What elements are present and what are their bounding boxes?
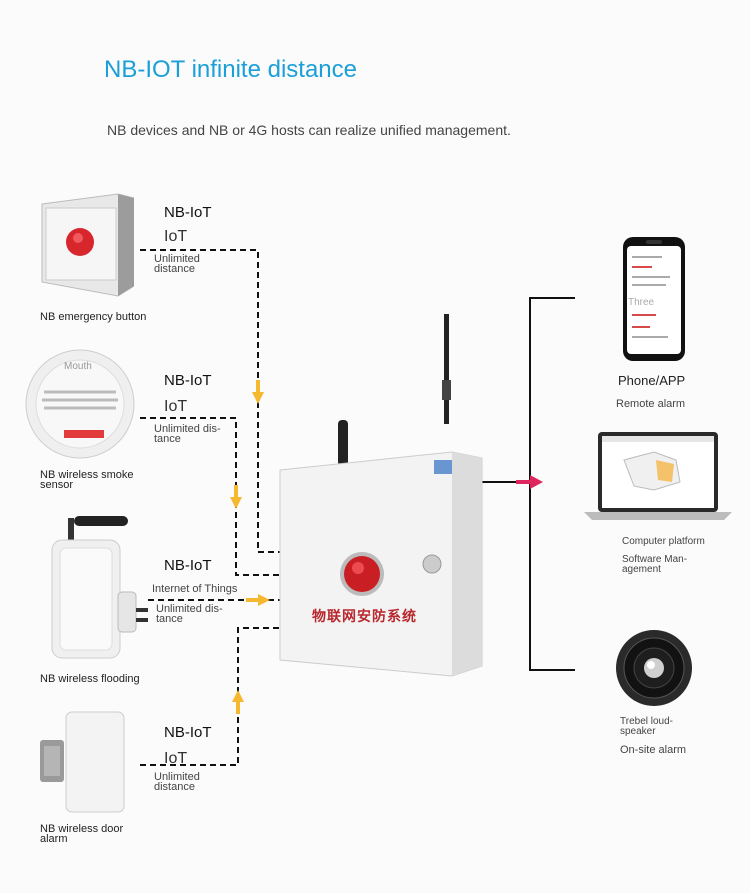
- iot-label-1: IoT: [164, 228, 188, 245]
- distance-label-2: Unlimited dis- tance: [154, 423, 221, 445]
- computer-platform-label: Computer platform: [622, 536, 705, 547]
- emergency-button-image: [38, 190, 134, 298]
- arrow-right-host: [516, 475, 543, 489]
- distance-label-4: Unlimited distance: [154, 771, 200, 793]
- arrow-up-4: [232, 690, 244, 714]
- protocol-label-3: NB-IoT: [164, 557, 212, 574]
- distance-label-3: Unlimited dis- tance: [156, 603, 223, 625]
- smoke-sensor-image: Mouth: [24, 348, 136, 460]
- flooding-sensor-image: [48, 512, 156, 662]
- protocol-label-1: NB-IoT: [164, 204, 212, 221]
- distance-label-1: Unlimited distance: [154, 253, 200, 275]
- arrow-down-2: [230, 485, 242, 509]
- caption-flooding: NB wireless flooding: [40, 673, 140, 685]
- on-site-alarm-label: On-site alarm: [620, 744, 687, 756]
- protocol-label-4: NB-IoT: [164, 724, 212, 741]
- host-label: 物联网安防系统: [312, 608, 417, 624]
- phone-screen-text: Three: [628, 297, 655, 308]
- phone-image: Three: [622, 236, 686, 362]
- software-management-label: Software Man- agement: [622, 554, 688, 575]
- page-subtitle: NB devices and NB or 4G hosts can realiz…: [107, 122, 511, 138]
- protocol-label-2: NB-IoT: [164, 372, 212, 389]
- remote-alarm-label: Remote alarm: [616, 398, 686, 410]
- speaker-label: Trebel loud- speaker: [620, 716, 673, 737]
- caption-emergency-button: NB emergency button: [40, 311, 147, 323]
- link-emergency-button: [140, 249, 282, 553]
- caption-smoke-sensor: NB wireless smoke sensor: [40, 469, 134, 491]
- smoke-sensor-text: Mouth: [64, 361, 92, 372]
- speaker-image: [614, 628, 694, 708]
- arrow-right-3: [246, 594, 270, 606]
- phone-app-label: Phone/APP: [618, 373, 686, 388]
- laptop-image: [584, 430, 734, 522]
- host-controller: 物联网安防系统: [276, 310, 488, 680]
- page-title: NB-IOT infinite distance: [104, 56, 357, 83]
- link-door-alarm: [140, 627, 282, 766]
- iot-label-3: Internet of Things: [152, 583, 238, 595]
- caption-door-alarm: NB wireless door alarm: [40, 823, 124, 845]
- door-alarm-image: [36, 710, 132, 814]
- arrow-down-1: [252, 380, 264, 404]
- iot-label-2: IoT: [164, 398, 188, 415]
- iot-label-4: IoT: [164, 750, 188, 767]
